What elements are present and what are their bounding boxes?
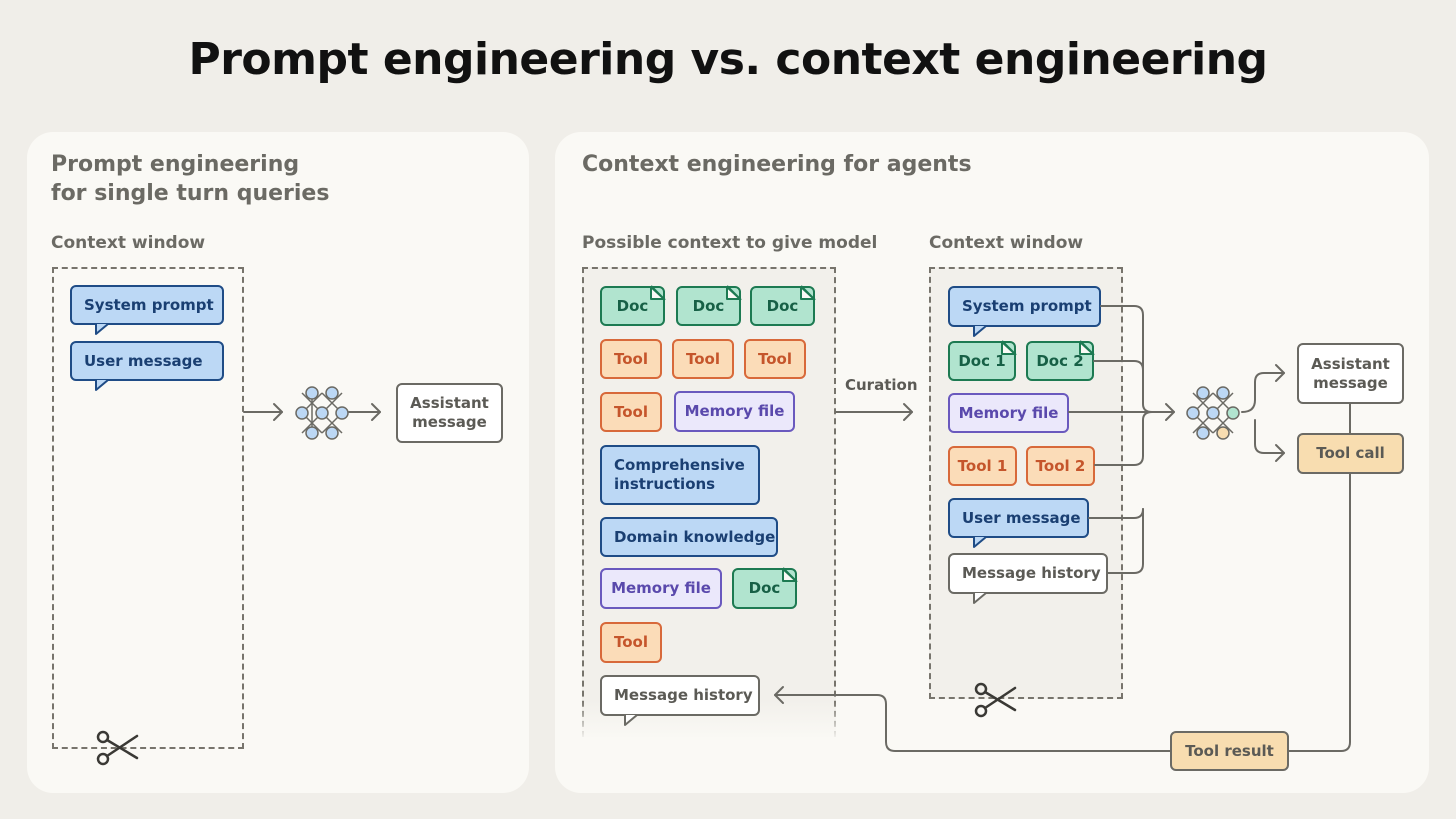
comprehensive-label: Comprehensive instructions — [614, 456, 745, 493]
tool-1-label: Tool 1 — [957, 456, 1008, 475]
left-context-window — [52, 267, 244, 749]
tool-label: Tool — [686, 349, 720, 368]
possible-message-history: Message history — [600, 675, 760, 716]
left-assistant-message: Assistant message — [396, 383, 503, 443]
scissors-icon — [96, 730, 139, 766]
domain-label: Domain knowledge — [614, 527, 776, 546]
neural-network-icon — [295, 386, 349, 440]
left-user-message-label: User message — [84, 351, 203, 370]
possible-domain-knowledge: Domain knowledge — [600, 517, 778, 557]
possible-memory-file-2: Memory file — [600, 568, 722, 609]
memory-file-label: Memory file — [684, 402, 785, 420]
left-user-message: User message — [70, 341, 224, 381]
window-memory-file-label: Memory file — [958, 403, 1059, 422]
window-user-message: User message — [948, 498, 1089, 538]
window-user-message-label: User message — [962, 508, 1081, 527]
window-memory-file: Memory file — [948, 393, 1069, 433]
possible-doc-3: Doc — [750, 286, 815, 326]
doc-label: Doc — [692, 296, 725, 315]
neural-network-icon — [1186, 386, 1240, 440]
tool-label: Tool — [614, 402, 648, 421]
left-system-prompt: System prompt — [70, 285, 224, 325]
window-message-history-label: Message history — [962, 564, 1101, 582]
tool-result: Tool result — [1170, 731, 1289, 771]
tool-label: Tool — [614, 633, 648, 651]
possible-tool-5: Tool — [600, 622, 662, 663]
possible-doc-1: Doc — [600, 286, 665, 326]
tool-2-label: Tool 2 — [1035, 456, 1086, 475]
tool-result-label: Tool result — [1185, 741, 1274, 760]
possible-comprehensive-instructions: Comprehensive instructions — [600, 445, 760, 505]
curation-label: Curation — [845, 376, 918, 394]
window-doc-2: Doc 2 — [1026, 341, 1094, 381]
doc-label: Doc — [766, 296, 799, 315]
left-context-window-label: Context window — [51, 233, 206, 253]
prompt-engineering-title: Prompt engineering for single turn queri… — [51, 152, 330, 206]
tool-call-label: Tool call — [1316, 444, 1385, 462]
page-title: Prompt engineering vs. context engineeri… — [188, 34, 1268, 85]
tool-label: Tool — [614, 349, 648, 368]
scissors-icon — [974, 682, 1017, 718]
possible-memory-file-1: Memory file — [674, 391, 795, 432]
window-doc-1: Doc 1 — [948, 341, 1016, 381]
right-assistant-message: Assistant message — [1297, 343, 1404, 404]
possible-tool-3: Tool — [744, 339, 806, 379]
possible-tool-1: Tool — [600, 339, 662, 379]
possible-doc-2: Doc — [676, 286, 741, 326]
message-history-label: Message history — [614, 686, 753, 704]
tool-label: Tool — [758, 349, 792, 368]
window-tool-2: Tool 2 — [1026, 446, 1095, 486]
doc-1-label: Doc 1 — [958, 351, 1006, 370]
context-engineering-title: Context engineering for agents — [582, 152, 972, 177]
memory-file-label: Memory file — [611, 579, 711, 597]
possible-tool-2: Tool — [672, 339, 734, 379]
window-system-prompt-label: System prompt — [962, 297, 1092, 315]
doc-label: Doc — [748, 579, 781, 597]
window-message-history: Message history — [948, 553, 1108, 594]
possible-tool-4: Tool — [600, 392, 662, 432]
left-assistant-message-label: Assistant message — [410, 394, 489, 431]
doc-2-label: Doc 2 — [1036, 351, 1084, 370]
right-context-window-label: Context window — [929, 233, 1084, 253]
prompt-engineering-panel — [27, 132, 529, 793]
window-system-prompt: System prompt — [948, 286, 1101, 327]
right-assistant-message-label: Assistant message — [1311, 354, 1390, 392]
possible-context-label: Possible context to give model — [582, 233, 878, 253]
window-tool-1: Tool 1 — [948, 446, 1017, 486]
tool-call: Tool call — [1297, 433, 1404, 474]
possible-doc-4: Doc — [732, 568, 797, 609]
doc-label: Doc — [616, 296, 649, 315]
left-system-prompt-label: System prompt — [84, 295, 214, 314]
